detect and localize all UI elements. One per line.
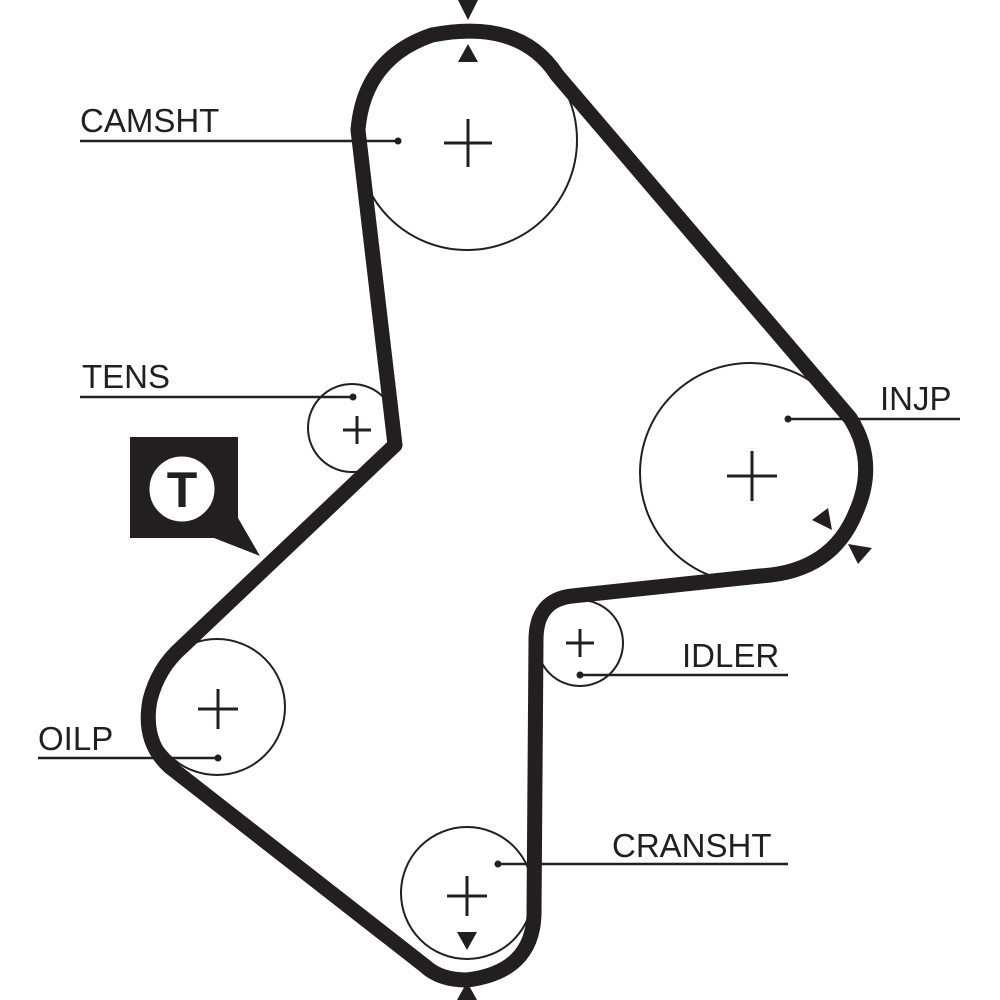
label-camsht: CAMSHT — [80, 102, 219, 139]
label-tens: TENS — [82, 358, 170, 395]
camshaft-timing-mark — [458, 0, 478, 62]
leader-tens — [80, 393, 357, 401]
pulley-tens — [307, 383, 397, 473]
leader-camsht — [80, 137, 402, 145]
tensioner-letter: T — [167, 462, 198, 518]
injection-pump-timing-mark — [812, 508, 872, 564]
label-idler: IDLER — [682, 637, 779, 674]
leader-injp — [784, 415, 960, 423]
leader-oilp — [38, 754, 222, 762]
label-cransht: CRANSHT — [612, 827, 772, 864]
tensioner-badge-icon: T — [130, 437, 260, 556]
label-oilp: OILP — [38, 720, 113, 757]
label-injp: INJP — [880, 380, 952, 417]
leader-cransht — [494, 860, 788, 868]
crankshaft-timing-mark — [457, 932, 477, 1000]
timing-belt — [140, 23, 874, 988]
leader-idler — [576, 671, 788, 679]
